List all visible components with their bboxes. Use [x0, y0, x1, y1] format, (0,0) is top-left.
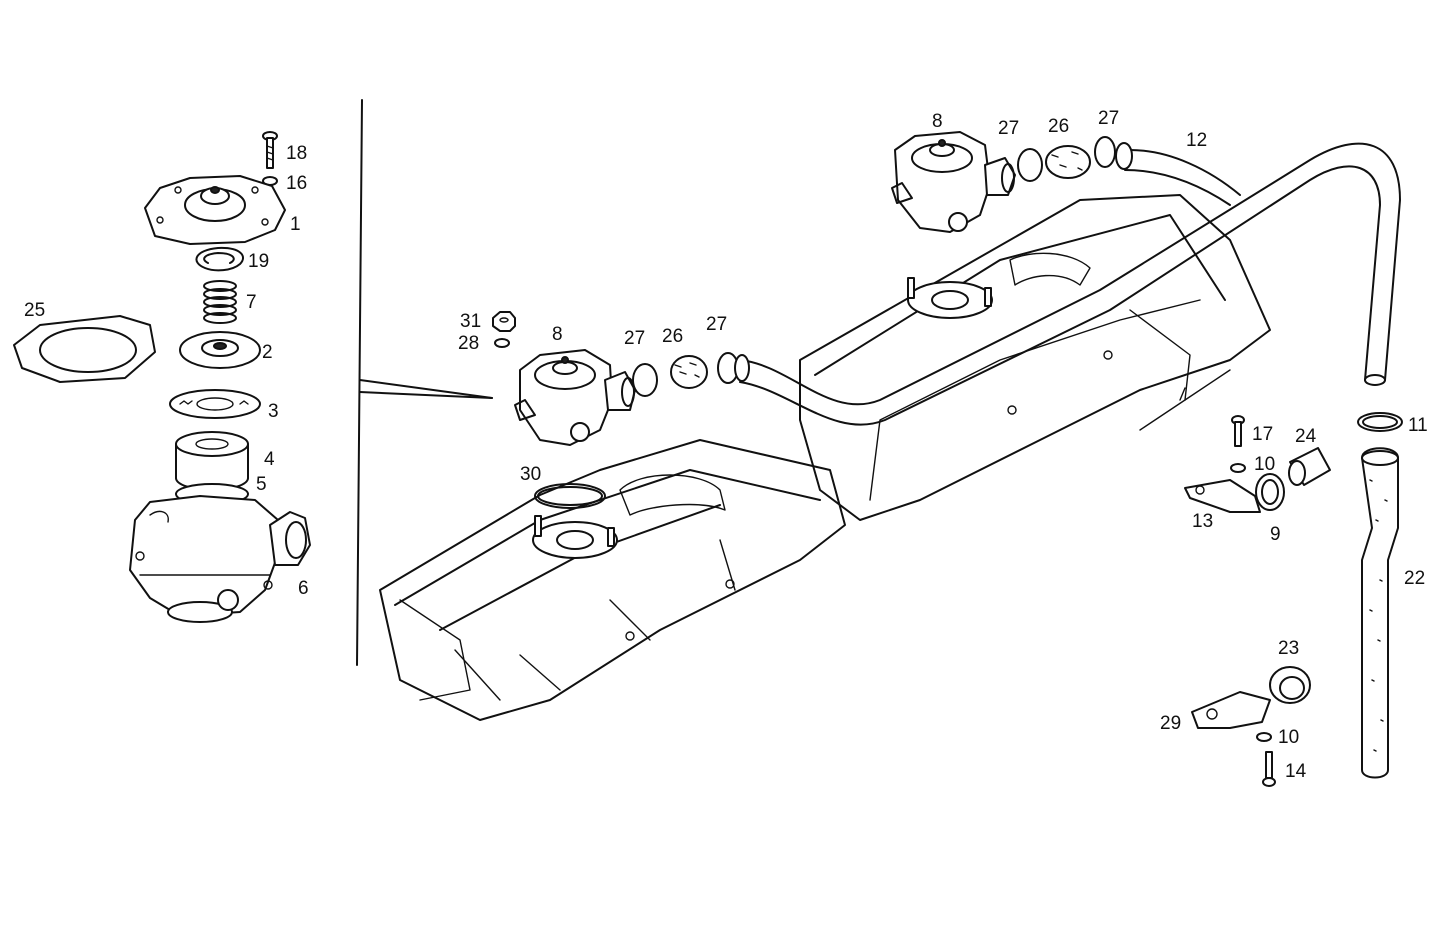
hose-clamps-front	[632, 352, 750, 397]
part-label-17: 17	[1252, 424, 1273, 445]
part-label-27d: 27	[1098, 108, 1119, 129]
pump-cover-1	[144, 175, 286, 245]
part-label-9: 9	[1270, 524, 1281, 545]
part-label-2: 2	[262, 342, 273, 363]
clip-9	[1255, 473, 1285, 511]
o-ring-30	[534, 483, 606, 509]
spring-7	[203, 280, 237, 324]
part-label-27a: 27	[624, 328, 645, 349]
part-label-31: 31	[460, 311, 481, 332]
part-label-7: 7	[246, 292, 257, 313]
clamp-11	[1357, 412, 1403, 432]
fuel-pump-8-rear	[891, 131, 1016, 233]
part-label-8a: 8	[552, 324, 563, 345]
hose-22	[1361, 447, 1399, 779]
part-label-24: 24	[1295, 426, 1317, 447]
part-label-4: 4	[264, 449, 275, 470]
part-label-14: 14	[1285, 761, 1307, 782]
washer-10-lower	[1256, 732, 1272, 742]
part-label-28: 28	[458, 333, 479, 354]
bracket-29	[1191, 691, 1271, 729]
part-label-27c: 27	[998, 118, 1019, 139]
hose-clamps-rear	[1017, 136, 1133, 182]
washer-10-upper	[1230, 463, 1246, 473]
part-label-5: 5	[256, 474, 267, 495]
part-label-29: 29	[1160, 713, 1181, 734]
connector-24	[1288, 447, 1331, 486]
part-label-30: 30	[520, 464, 541, 485]
valve-plate-3	[169, 389, 261, 419]
engine-rocker-covers	[379, 194, 1271, 721]
part-label-27b: 27	[706, 314, 727, 335]
part-label-8b: 8	[932, 111, 943, 132]
part-label-10a: 10	[1254, 454, 1275, 475]
part-label-13: 13	[1192, 511, 1213, 532]
bolt-14	[1262, 751, 1276, 787]
bracket-lines	[356, 99, 493, 666]
part-label-16: 16	[286, 173, 307, 194]
part-label-23: 23	[1278, 638, 1299, 659]
fuel-pump-8-front	[514, 349, 636, 446]
nut-31	[492, 311, 516, 332]
bolt-18	[262, 131, 278, 169]
part-label-26b: 26	[1048, 116, 1069, 137]
filter-4	[175, 431, 249, 491]
part-label-19: 19	[248, 251, 269, 272]
left-exploded-assembly	[13, 131, 311, 623]
gasket-25	[13, 315, 156, 383]
part-label-25: 25	[24, 300, 45, 321]
diaphragm-plate-2	[179, 331, 261, 369]
part-label-12: 12	[1186, 130, 1207, 151]
clip-23	[1269, 666, 1311, 704]
part-label-11: 11	[1408, 415, 1428, 436]
part-label-3: 3	[268, 401, 279, 422]
part-label-10b: 10	[1278, 727, 1299, 748]
part-label-22: 22	[1404, 568, 1425, 589]
part-label-26a: 26	[662, 326, 683, 347]
washer-28	[494, 338, 510, 348]
bracket-13	[1184, 479, 1261, 513]
part-label-1: 1	[290, 214, 301, 235]
snap-ring-19	[195, 246, 245, 272]
part-label-18: 18	[286, 143, 307, 164]
pump-body-6	[129, 495, 311, 623]
part-label-6: 6	[298, 578, 309, 599]
fuel-pipe-12	[739, 142, 1401, 426]
bolt-17	[1231, 415, 1245, 447]
